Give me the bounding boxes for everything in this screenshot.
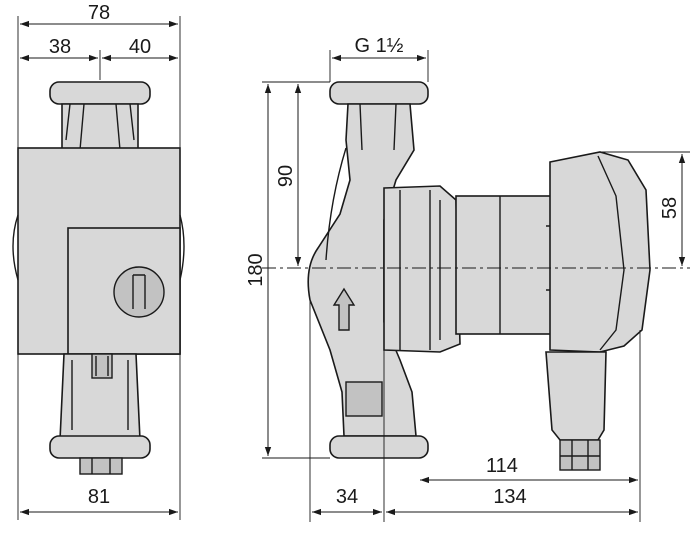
dim-label-180: 180 [245, 253, 267, 286]
front-dimensions: 78 38 40 81 [17, 2, 181, 520]
front-bottom-flange [49, 435, 151, 459]
dim-label-114: 114 [486, 455, 518, 477]
side-motor-flange [383, 185, 461, 353]
front-speed-knob [113, 266, 165, 318]
flow-direction-arrow [332, 287, 356, 331]
side-bottom-flange [329, 435, 429, 459]
side-view [307, 81, 651, 471]
dim-label-38: 38 [49, 36, 71, 58]
dim-label-90: 90 [275, 165, 297, 187]
front-bottom-plug [79, 457, 123, 475]
dim-label-34: 34 [336, 486, 358, 508]
front-view [12, 81, 185, 475]
side-terminal-plug [559, 439, 601, 471]
dim-label-58: 58 [659, 197, 681, 219]
side-top-flange [329, 81, 429, 105]
side-dimensions: G 1½ 180 90 58 34 114 134 [245, 35, 690, 522]
side-control-head [549, 151, 651, 353]
dim-label-81: 81 [88, 486, 110, 508]
side-motor-body [455, 195, 553, 335]
front-top-flange [49, 81, 151, 105]
dim-label-40: 40 [129, 36, 151, 58]
front-connector [91, 353, 113, 379]
dim-label-134: 134 [493, 486, 526, 508]
front-top-neck [61, 103, 139, 151]
dim-label-thread: G 1½ [355, 35, 404, 57]
side-terminal-box [545, 351, 607, 441]
side-window [345, 381, 383, 417]
dim-label-78: 78 [88, 2, 110, 24]
